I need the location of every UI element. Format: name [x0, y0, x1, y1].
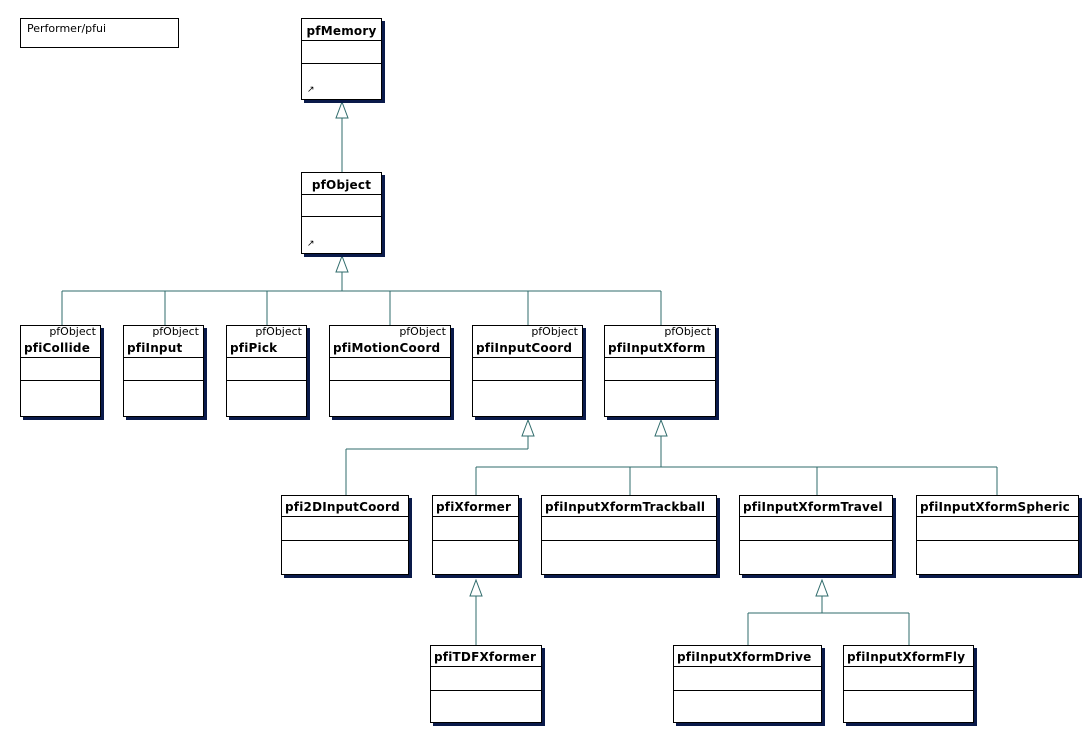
package-note-label: Performer/pfui: [27, 22, 107, 35]
class-stereotype: pfObject: [664, 325, 711, 338]
class-name: pfiInputCoord: [476, 341, 573, 355]
class-pfipick[interactable]: pfObject pfiPick: [226, 325, 307, 417]
generalization-arrow-pfmemory: [335, 100, 349, 119]
class-name: pfObject: [311, 178, 372, 192]
note-fold-icon: [169, 19, 178, 28]
class-pfixformer[interactable]: pfiXformer: [432, 495, 519, 575]
class-pfiinputxform[interactable]: pfObject pfiInputXform: [604, 325, 716, 417]
class-name: pfiPick: [230, 341, 278, 355]
class-name: pfMemory: [306, 24, 377, 38]
class-pfimotioncoord[interactable]: pfObject pfiMotionCoord: [329, 325, 451, 417]
class-pfi2dinputcoord[interactable]: pfi2DInputCoord: [281, 495, 409, 575]
class-pfiinput[interactable]: pfObject pfiInput: [123, 325, 204, 417]
class-name: pfiInputXformFly: [847, 650, 966, 664]
package-note: Performer/pfui: [20, 18, 179, 48]
generalization-arrow-pfiinputcoord: [521, 418, 535, 437]
class-pfiinputxformtrackball[interactable]: pfiInputXformTrackball: [541, 495, 717, 575]
class-pfiinputxformtravel[interactable]: pfiInputXformTravel: [739, 495, 893, 575]
class-name: pfiMotionCoord: [333, 341, 441, 355]
class-name: pfiInput: [127, 341, 183, 355]
class-pfiinputxformfly[interactable]: pfiInputXformFly: [843, 645, 974, 723]
class-name: pfiXformer: [436, 500, 512, 514]
class-pfiinputcoord[interactable]: pfObject pfiInputCoord: [472, 325, 583, 417]
generalization-arrow-pfiinputxformtravel: [815, 578, 829, 597]
class-name: pfiInputXformTravel: [743, 500, 883, 514]
class-name: pfiInputXformSpheric: [920, 500, 1070, 514]
class-name: pfi2DInputCoord: [285, 500, 400, 514]
class-name: pfiInputXform: [608, 341, 706, 355]
class-stereotype: pfObject: [255, 325, 302, 338]
class-name: pfiInputXformDrive: [677, 650, 812, 664]
corner-arrow-icon: ↗: [307, 239, 315, 249]
generalization-arrow-pfobject: [335, 254, 349, 273]
class-stereotype: pfObject: [531, 325, 578, 338]
generalization-arrow-pfiinputxform: [654, 418, 668, 437]
class-pfobject[interactable]: pfObject ↗: [301, 172, 382, 254]
class-pfitdfxformer[interactable]: pfiTDFXformer: [430, 645, 542, 723]
generalization-arrow-pfixformer: [469, 578, 483, 597]
class-stereotype: pfObject: [152, 325, 199, 338]
class-name: pfiCollide: [24, 341, 91, 355]
class-pficollide[interactable]: pfObject pfiCollide: [20, 325, 101, 417]
class-stereotype: pfObject: [49, 325, 96, 338]
class-pfiinputxformdrive[interactable]: pfiInputXformDrive: [673, 645, 822, 723]
class-pfiinputxformspheric[interactable]: pfiInputXformSpheric: [916, 495, 1079, 575]
class-stereotype: pfObject: [399, 325, 446, 338]
corner-arrow-icon: ↗: [307, 85, 315, 95]
class-name: pfiTDFXformer: [434, 650, 537, 664]
class-name: pfiInputXformTrackball: [545, 500, 706, 514]
class-pfmemory[interactable]: pfMemory ↗: [301, 18, 382, 100]
